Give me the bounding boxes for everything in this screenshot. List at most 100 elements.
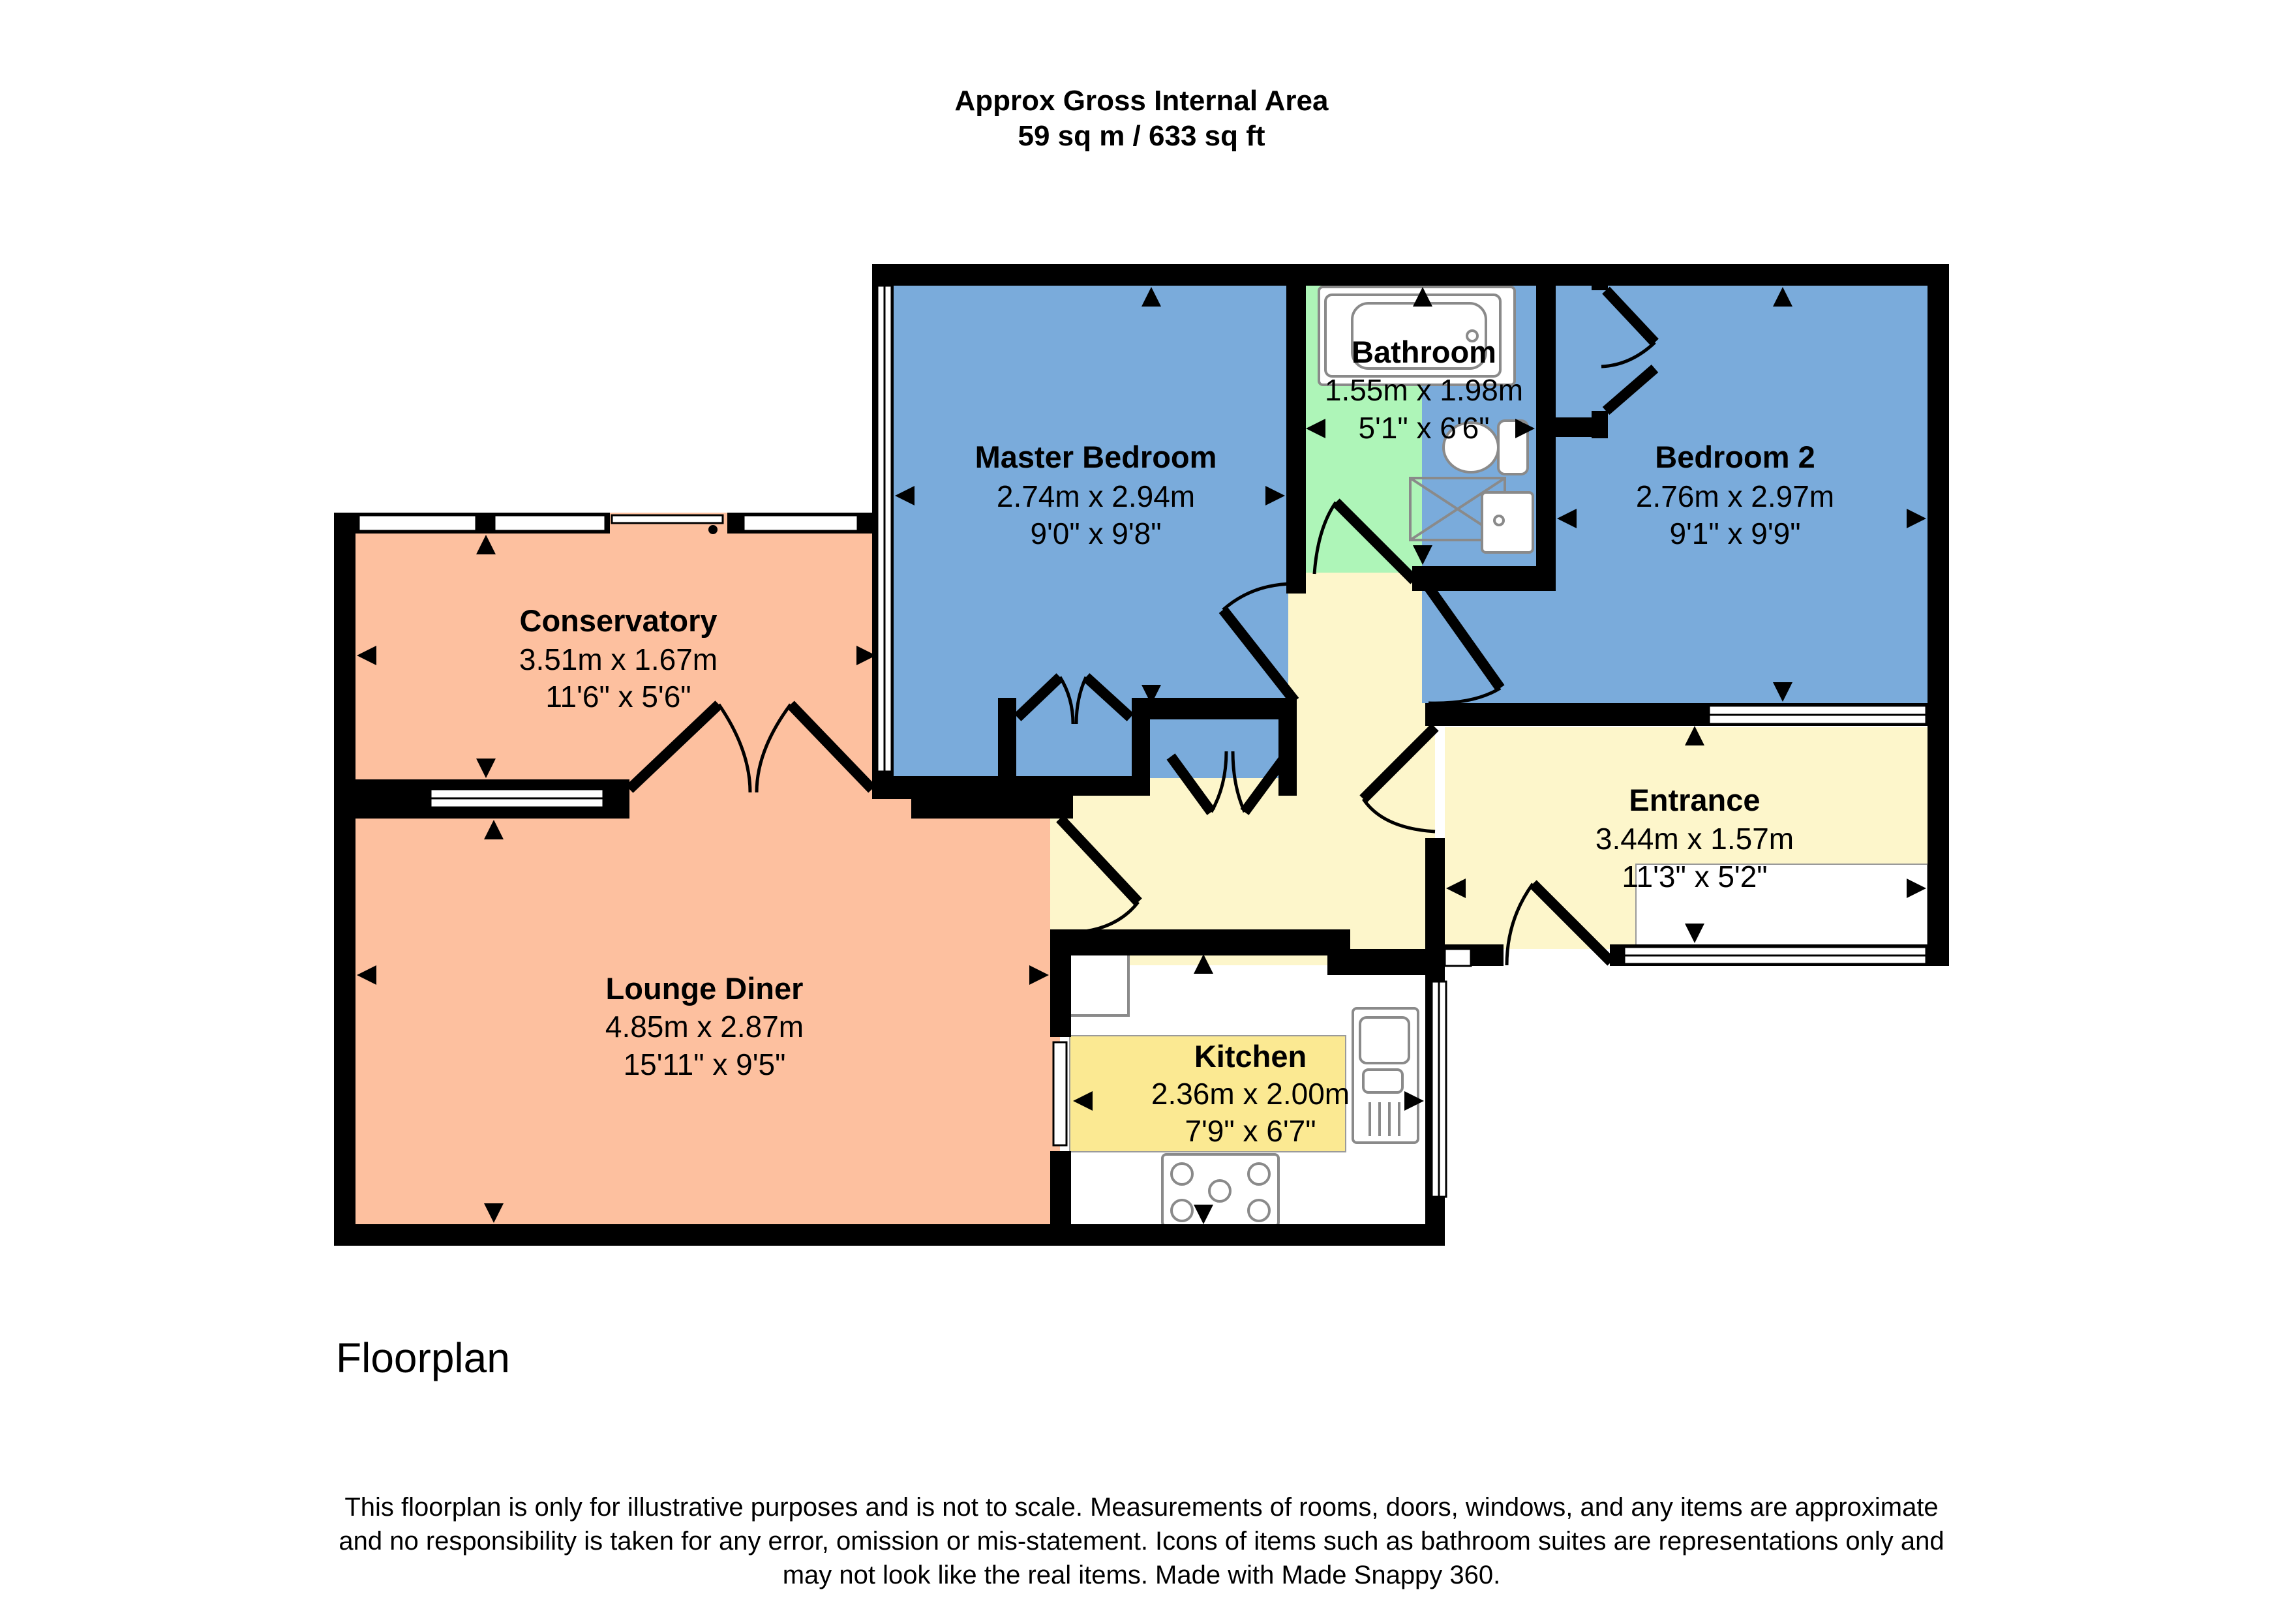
- master-bedroom-floor: [894, 286, 1288, 778]
- arrow-down-icon: [476, 759, 496, 778]
- room-labels: Master Bedroom 2.74m x 2.94m 9'0" x 9'8"…: [519, 335, 1834, 1148]
- window: [357, 514, 477, 532]
- disclaimer-line: and no responsibility is taken for any e…: [339, 1527, 1944, 1556]
- basin-icon: [1481, 491, 1534, 554]
- room-label-bedroom-2: Bedroom 2 2.76m x 2.97m 9'1" x 9'9": [1636, 440, 1834, 550]
- svg-text:2.74m x 2.94m: 2.74m x 2.94m: [997, 479, 1195, 513]
- svg-text:11'3" x 5'2": 11'3" x 5'2": [1622, 860, 1767, 894]
- svg-text:15'11" x 9'5": 15'11" x 9'5": [624, 1047, 786, 1081]
- hob-icon: [1161, 1153, 1280, 1227]
- wall: [1327, 949, 1435, 975]
- arrow-up-icon: [484, 820, 504, 839]
- fixtures: [1068, 286, 1534, 1227]
- arrow-right-icon: [1029, 965, 1049, 985]
- arrow-down-icon: [1413, 545, 1432, 565]
- wall: [1278, 698, 1297, 796]
- walls: [334, 264, 1949, 1246]
- svg-text:4.85m x 2.87m: 4.85m x 2.87m: [605, 1010, 804, 1044]
- wall: [1412, 566, 1556, 591]
- floorplan-label: Floorplan: [336, 1334, 510, 1381]
- wall: [998, 698, 1016, 796]
- arrow-up-icon: [1413, 287, 1432, 307]
- svg-text:Lounge Diner: Lounge Diner: [606, 971, 804, 1006]
- arrow-left-icon: [895, 486, 915, 505]
- wardrobe-door: [1014, 673, 1064, 721]
- wall: [872, 264, 1949, 286]
- dimension-arrows: [357, 287, 1926, 1224]
- svg-text:Entrance: Entrance: [1629, 783, 1760, 817]
- arrow-left-icon: [1557, 509, 1577, 528]
- arrow-left-icon: [357, 965, 376, 985]
- svg-text:9'0" x 9'8": 9'0" x 9'8": [1030, 517, 1161, 550]
- kitchen-worktop: [1069, 1035, 1346, 1152]
- arrow-down-icon: [1142, 685, 1161, 704]
- arrow-right-icon: [1907, 509, 1926, 528]
- wall: [1425, 838, 1445, 965]
- window: [742, 514, 859, 532]
- arrow-down-icon: [484, 1203, 504, 1223]
- window: [493, 514, 607, 532]
- room-label-entrance: Entrance 3.44m x 1.57m 11'3" x 5'2": [1595, 783, 1794, 894]
- wall: [1132, 698, 1295, 719]
- arrow-left-icon: [357, 646, 376, 665]
- disclaimer-line: This floorplan is only for illustrative …: [344, 1493, 1939, 1522]
- svg-text:5'1" x 6'6": 5'1" x 6'6": [1358, 411, 1489, 445]
- svg-text:Bathroom: Bathroom: [1352, 335, 1496, 369]
- arrow-right-icon: [1907, 879, 1926, 898]
- svg-text:Conservatory: Conservatory: [520, 603, 718, 638]
- arrow-left-icon: [1073, 1091, 1093, 1111]
- room-label-master-bedroom: Master Bedroom 2.74m x 2.94m 9'0" x 9'8": [975, 440, 1217, 550]
- arrow-down-icon: [1685, 924, 1704, 943]
- svg-text:Master Bedroom: Master Bedroom: [975, 440, 1217, 474]
- wall: [1286, 264, 1306, 594]
- arrow-right-icon: [1404, 1091, 1424, 1111]
- bath-icon: [1318, 286, 1516, 386]
- windows: [357, 284, 1928, 1198]
- arrow-left-icon: [1306, 419, 1325, 438]
- wall: [1050, 949, 1071, 1037]
- arrow-down-icon: [1194, 1205, 1213, 1224]
- room-fills: [355, 286, 1928, 1226]
- disclaimer-line: may not look like the real items. Made w…: [782, 1561, 1501, 1589]
- wall: [1536, 264, 1556, 590]
- arrow-right-icon: [856, 646, 876, 665]
- arrow-left-icon: [1446, 879, 1466, 898]
- arrow-right-icon: [1515, 419, 1535, 438]
- area-value: 59 sq m / 633 sq ft: [1018, 120, 1265, 152]
- wall: [334, 513, 355, 1246]
- svg-text:3.44m x 1.57m: 3.44m x 1.57m: [1595, 822, 1794, 856]
- conservatory-floor: [355, 534, 877, 781]
- svg-text:1.55m x 1.98m: 1.55m x 1.98m: [1325, 373, 1523, 407]
- svg-text:9'1" x 9'9": 9'1" x 9'9": [1669, 517, 1800, 550]
- arrow-up-icon: [476, 535, 496, 554]
- kitchen-unit-icon: [1068, 946, 1130, 1017]
- svg-text:11'6" x 5'6": 11'6" x 5'6": [545, 680, 691, 714]
- window: [611, 514, 724, 524]
- svg-text:2.76m x 2.97m: 2.76m x 2.97m: [1636, 479, 1834, 513]
- svg-text:2.36m x 2.00m: 2.36m x 2.00m: [1151, 1077, 1350, 1111]
- disclaimer: This floorplan is only for illustrative …: [287, 1490, 1996, 1592]
- arrow-right-icon: [1265, 486, 1285, 505]
- room-label-lounge-diner: Lounge Diner 4.85m x 2.87m 15'11" x 9'5": [605, 971, 804, 1081]
- lounge-diner-floor: [355, 781, 1060, 1225]
- hall-corridor-floor: [1288, 567, 1425, 763]
- svg-text:Bedroom 2: Bedroom 2: [1655, 440, 1815, 474]
- arrow-up-icon: [1685, 726, 1704, 745]
- doors: [626, 286, 1659, 966]
- area-header: Approx Gross Internal Area 59 sq m / 633…: [0, 83, 2283, 154]
- arrow-up-icon: [1773, 287, 1792, 307]
- wall: [1928, 264, 1949, 966]
- window: [1052, 1041, 1068, 1147]
- arrow-down-icon: [1773, 682, 1792, 702]
- wall: [1050, 929, 1350, 955]
- svg-text:3.51m x 1.67m: 3.51m x 1.67m: [519, 642, 718, 676]
- svg-text:7'9" x 6'7": 7'9" x 6'7": [1185, 1114, 1316, 1148]
- window: [1444, 948, 1472, 967]
- arrow-up-icon: [1194, 954, 1213, 974]
- wall: [334, 1224, 1445, 1246]
- wall: [1592, 411, 1608, 438]
- svg-text:Kitchen: Kitchen: [1194, 1039, 1307, 1074]
- sink-icon: [1352, 1007, 1419, 1144]
- room-label-conservatory: Conservatory 3.51m x 1.67m 11'6" x 5'6": [519, 603, 718, 714]
